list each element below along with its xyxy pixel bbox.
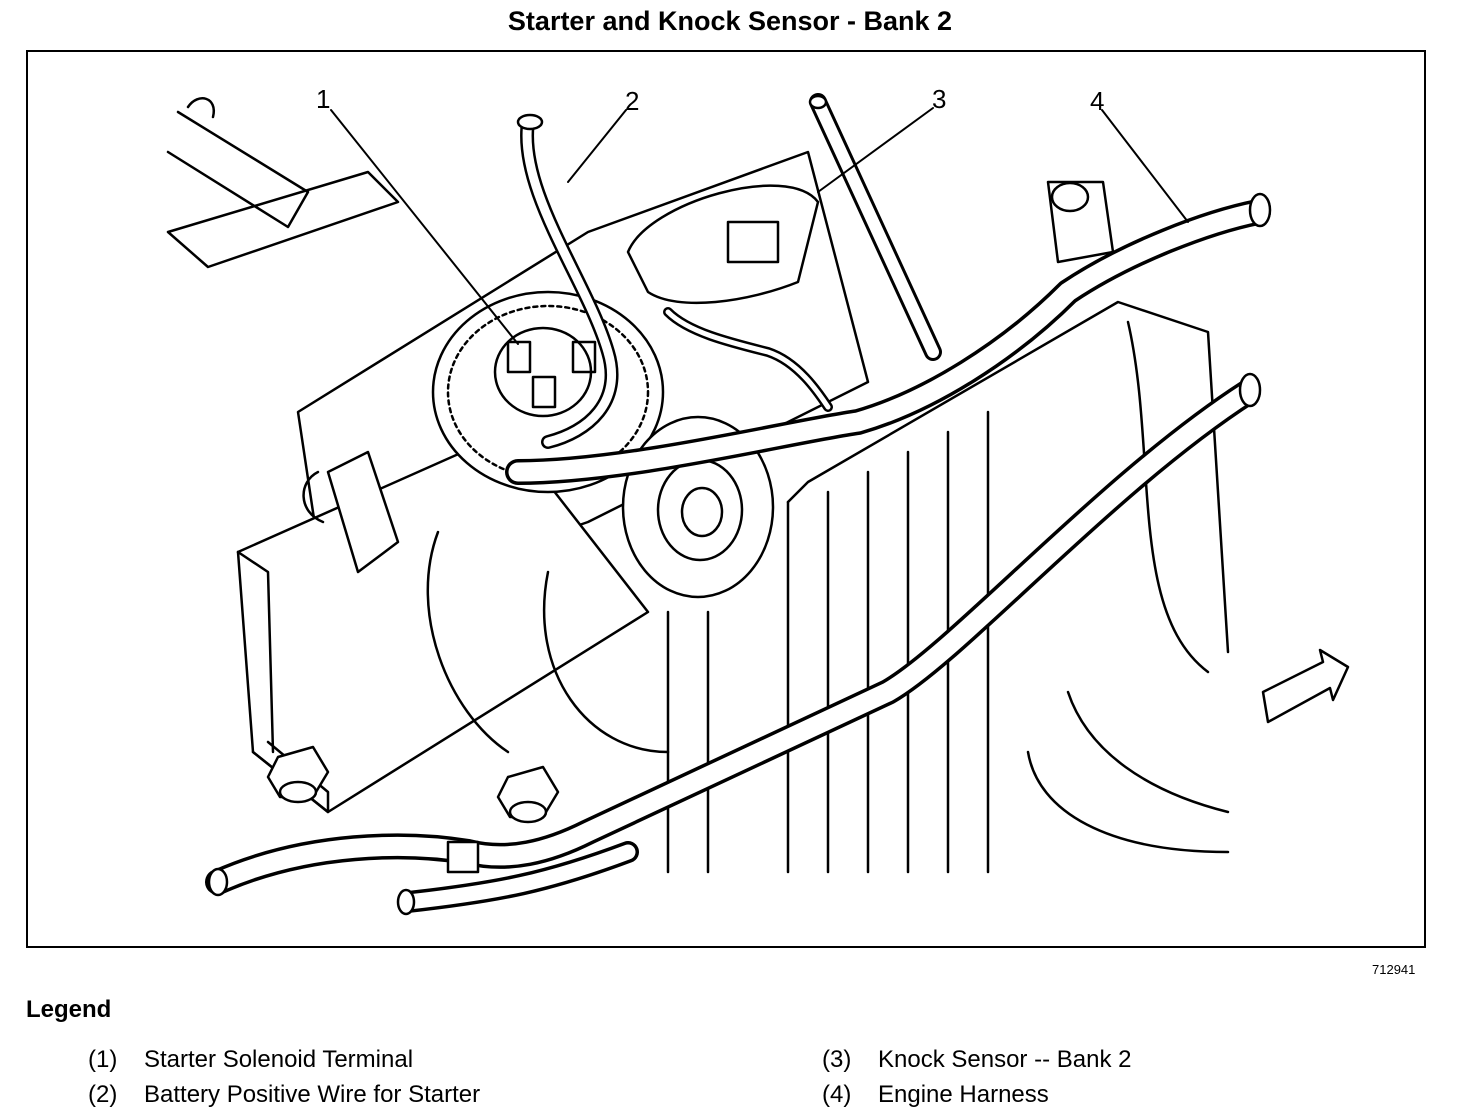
knock-sensor [626, 184, 833, 412]
legend-label: Battery Positive Wire for Starter [144, 1081, 481, 1108]
callout-2: 2 [625, 86, 640, 116]
legend-heading: Legend [26, 996, 112, 1023]
front-direction-arrow [1261, 648, 1350, 724]
diagram-frame [26, 50, 1426, 948]
callout-1: 1 [316, 84, 331, 114]
engine-harness [505, 180, 1272, 485]
callout-4: 4 [1090, 86, 1105, 116]
legend-number: (1) [88, 1046, 118, 1073]
legend-number: (2) [88, 1081, 118, 1108]
battery-positive-wire [516, 113, 619, 449]
mounting-bolts [266, 745, 560, 824]
upper-bracket [166, 97, 400, 269]
engine-block [666, 300, 1230, 874]
figure-id: 712941 [1372, 962, 1416, 977]
legend-number: (4) [822, 1081, 852, 1108]
lower-harness [205, 372, 1262, 916]
legend-label: Starter Solenoid Terminal [144, 1046, 414, 1073]
engine-illustration [166, 93, 1350, 916]
legend-item-3: (3) Knock Sensor -- Bank 2 [822, 1046, 1131, 1074]
legend-label: Engine Harness [878, 1081, 1049, 1108]
legend-item-1: (1) Starter Solenoid Terminal [88, 1046, 413, 1074]
callout-leaders [330, 107, 1189, 345]
legend-item-4: (4) Engine Harness [822, 1081, 1049, 1109]
legend-item-2: (2) Battery Positive Wire for Starter [88, 1081, 480, 1109]
diagram-title: Starter and Knock Sensor - Bank 2 [507, 6, 953, 36]
callout-3: 3 [932, 84, 947, 114]
support-rod [808, 93, 942, 361]
legend-number: (3) [822, 1046, 852, 1073]
legend-label: Knock Sensor -- Bank 2 [878, 1046, 1132, 1073]
